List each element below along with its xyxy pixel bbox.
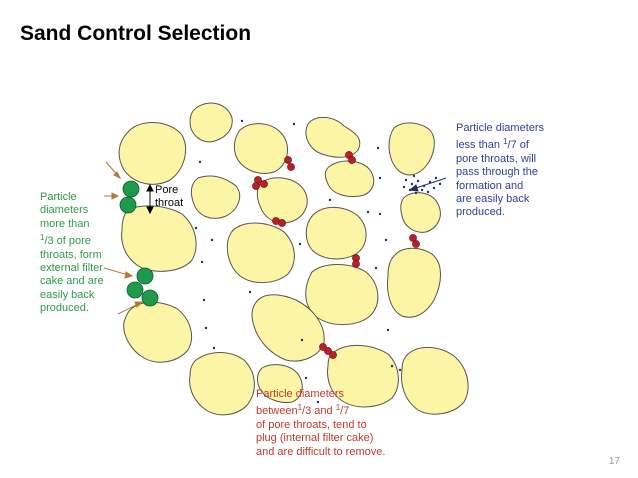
fraction-rest: /3 of pore bbox=[44, 235, 91, 248]
annotation-line: produced. bbox=[456, 206, 505, 219]
annotation-line: and are difficult to remove. bbox=[256, 445, 386, 458]
annotation-line: pore throats, will bbox=[456, 152, 537, 165]
sand-grain bbox=[305, 264, 379, 325]
pore-throat-label: Pore throat bbox=[155, 184, 183, 210]
large-particle bbox=[141, 289, 159, 307]
annotation-line: are easily back bbox=[456, 193, 530, 206]
sand-grain bbox=[190, 175, 241, 219]
text-fragment: between bbox=[256, 405, 298, 418]
text-fragment: /3 and bbox=[302, 405, 336, 418]
annotation-line: cake and are bbox=[40, 275, 104, 288]
sand-grain bbox=[251, 294, 325, 362]
medium-particle bbox=[287, 163, 295, 171]
medium-particle bbox=[284, 156, 292, 164]
annotation-line: Particle diameters bbox=[456, 122, 545, 134]
annotation-line: formation and bbox=[456, 179, 524, 192]
sand-grain bbox=[189, 102, 233, 143]
annotation-line: throats, form bbox=[40, 248, 102, 261]
annotation-line: Particle bbox=[40, 191, 77, 203]
sand-grain bbox=[327, 345, 399, 408]
fraction-numerator: 1 bbox=[503, 137, 508, 147]
large-particle bbox=[126, 281, 144, 299]
large-particle bbox=[136, 267, 154, 285]
large-particle bbox=[122, 180, 140, 198]
slide-title: Sand Control Selection bbox=[20, 22, 252, 45]
sand-grain bbox=[123, 301, 192, 363]
sand-grain bbox=[305, 117, 361, 158]
medium-particle bbox=[412, 240, 420, 248]
pore-label-line: Pore bbox=[155, 184, 179, 196]
annotation-line: pass through the bbox=[456, 166, 538, 179]
large-particle bbox=[119, 196, 137, 214]
sand-grain bbox=[121, 205, 197, 272]
medium-particle bbox=[329, 351, 337, 359]
sand-grain bbox=[118, 122, 186, 185]
sand-grain bbox=[305, 207, 367, 260]
annotation-large-particles: Particle diameters more than 1/3 of pore… bbox=[40, 191, 104, 316]
annotation-line: produced. bbox=[40, 302, 89, 315]
medium-particle bbox=[260, 180, 268, 188]
sand-grain bbox=[233, 123, 289, 174]
annotation-line: diameters bbox=[40, 204, 89, 217]
sand-grain bbox=[400, 192, 441, 233]
sand-grain bbox=[401, 347, 469, 415]
sand-grains bbox=[118, 102, 469, 416]
annotation-line: 1/3 of pore bbox=[40, 231, 104, 248]
fraction-rest: /7 of bbox=[507, 139, 529, 152]
annotation-arrows bbox=[103, 161, 447, 315]
annotation-line: between1/3 and 1/7 bbox=[256, 401, 385, 418]
sand-grain bbox=[387, 247, 441, 318]
fraction-numerator: 1 bbox=[297, 403, 303, 413]
medium-particle bbox=[252, 182, 260, 190]
annotation-line: less than 1/7 of bbox=[456, 135, 544, 152]
annotation-line: of pore throats, tend to bbox=[256, 418, 367, 431]
sand-grain bbox=[324, 160, 375, 197]
annotation-fine-particles: Particle diameters less than 1/7 of pore… bbox=[456, 122, 544, 220]
text-fragment: less than bbox=[456, 139, 504, 152]
fraction-rest: /7 bbox=[340, 405, 350, 418]
medium-particles bbox=[252, 151, 420, 359]
medium-particle bbox=[278, 219, 286, 227]
fraction-numerator: 1 bbox=[335, 403, 341, 413]
sand-grain bbox=[388, 122, 435, 176]
fine-particles bbox=[194, 119, 442, 404]
sand-grain bbox=[226, 222, 295, 283]
annotation-line: external filter bbox=[40, 262, 103, 275]
sand-grain bbox=[189, 352, 255, 416]
page-number: 17 bbox=[608, 456, 620, 467]
medium-particle bbox=[348, 156, 356, 164]
large-particles bbox=[119, 180, 159, 307]
medium-particle bbox=[352, 260, 360, 268]
annotation-line: more than bbox=[40, 217, 90, 230]
sand-grain bbox=[257, 364, 303, 403]
annotation-line: Particle diameters bbox=[256, 388, 345, 400]
annotation-line: easily back bbox=[40, 288, 95, 301]
annotation-medium-particles: Particle diameters between1/3 and 1/7 of… bbox=[256, 388, 385, 459]
annotation-line: plug (internal filter cake) bbox=[256, 432, 374, 445]
throat-label-line: throat bbox=[155, 197, 184, 209]
fraction-numerator: 1 bbox=[40, 233, 45, 243]
sand-grain bbox=[256, 177, 308, 224]
pore-throat-bracket bbox=[146, 183, 154, 215]
